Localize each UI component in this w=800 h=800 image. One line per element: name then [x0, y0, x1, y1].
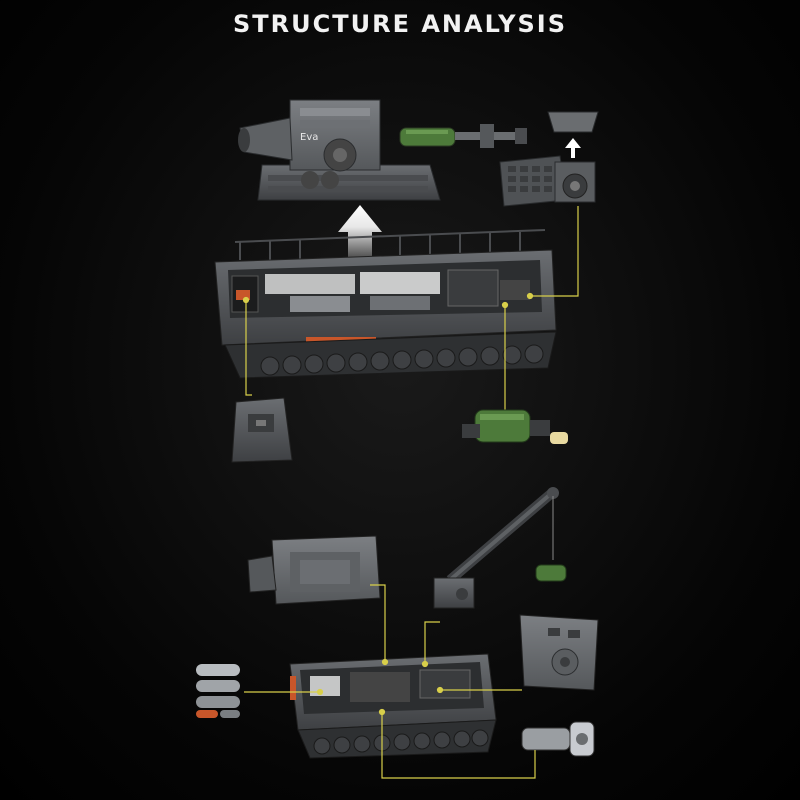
ammo-canisters — [196, 664, 240, 718]
up-arrow-icon — [338, 205, 382, 260]
control-panel — [499, 111, 599, 207]
page-title: STRUCTURE ANALYSIS — [233, 10, 567, 38]
middle-hull — [214, 229, 557, 379]
armor-plate — [247, 535, 381, 605]
gun-assembly: Eva — [238, 99, 527, 201]
gun-label: Eva — [300, 132, 318, 143]
hatch-cover — [231, 397, 293, 463]
small-up-arrow-icon — [565, 138, 581, 158]
bottom-hull — [289, 653, 497, 759]
engine-module — [462, 409, 568, 444]
crane-arm — [433, 487, 567, 609]
callout-lines-middle — [242, 206, 579, 418]
rear-engine-part — [521, 721, 595, 757]
turret-block — [519, 614, 599, 691]
callout-lines-bottom — [244, 584, 536, 779]
